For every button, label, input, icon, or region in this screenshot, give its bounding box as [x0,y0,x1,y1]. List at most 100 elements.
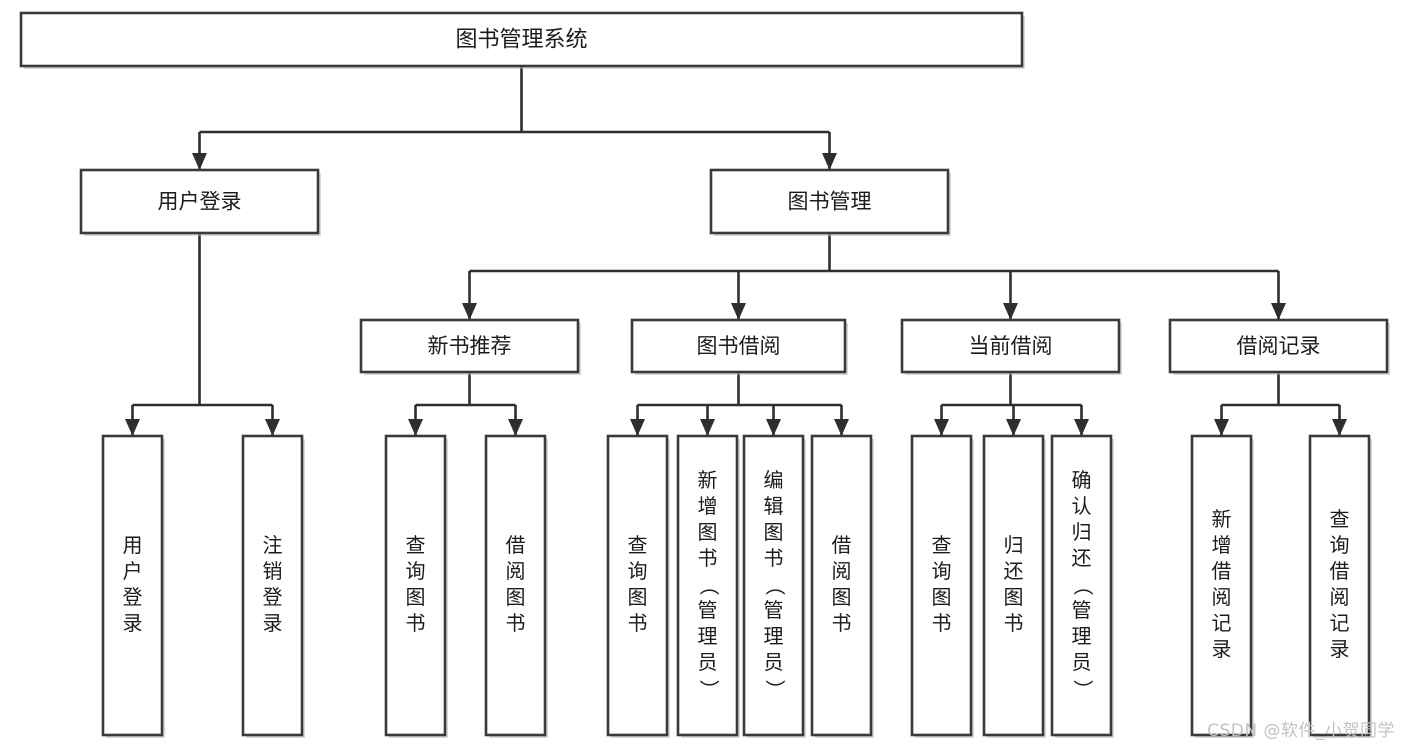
node-label: 图书管理系统 [455,28,587,53]
node-box [241,434,304,737]
arrow-head-icon [731,303,746,320]
node-label-char: 图 [698,520,718,544]
node-leaf[interactable]: 用户登录 [101,434,165,738]
node-label-char: 理 [1072,624,1092,648]
node-label-char: 书 [506,611,526,635]
node-box [101,434,164,737]
connector-group [1214,372,1347,436]
node-label: 图书管理 [788,190,872,214]
node-label-char: （ [763,576,787,596]
node-box [484,434,547,737]
node-box [384,434,447,737]
node-label-char: 图 [832,585,852,609]
connector-group [934,372,1089,436]
node-label: 借阅记录 [1237,334,1321,358]
node-box [910,434,973,737]
node-label-char: 归 [1072,520,1092,544]
node-label-char: 图 [932,585,952,609]
arrow-head-icon [508,419,523,436]
node-label-char: 借 [506,533,526,557]
node-label-char: 图 [1004,585,1024,609]
node-level2[interactable]: 用户登录 [79,168,321,236]
node-label-char: 员 [764,650,784,674]
node-label-char: 询 [932,559,952,583]
arrow-head-icon [1271,303,1286,320]
arrow-head-icon [125,419,140,436]
node-label-char: 录 [1330,637,1350,661]
node-box [810,434,873,737]
node-layer: 图书管理系统用户登录图书管理新书推荐图书借阅当前借阅借阅记录用户登录注销登录查询… [19,11,1390,738]
arrow-head-icon [1332,419,1347,436]
node-label-char: 管 [698,598,718,622]
node-box [676,434,739,737]
node-root[interactable]: 图书管理系统 [19,11,1025,69]
node-label-char: 书 [764,546,784,570]
node-label-char: 录 [1212,637,1232,661]
node-label-char: 借 [1212,559,1232,583]
node-label-char: 借 [832,533,852,557]
node-label-char: 登 [263,585,283,609]
node-label-char: 书 [1004,611,1024,635]
node-box [606,434,669,737]
node-label-char: 借 [1330,559,1350,583]
watermark-label: CSDN @软件_小贺同学 [1207,721,1395,741]
node-label-char: 图 [506,585,526,609]
arrow-head-icon [822,153,837,170]
node-label: 当前借阅 [969,334,1053,358]
node-label-char: 录 [263,611,283,635]
arrow-head-icon [1003,303,1018,320]
node-label-char: （ [697,576,721,596]
node-label-char: 增 [1212,533,1232,557]
arrow-head-icon [1074,419,1089,436]
node-label-char: 还 [1072,546,1092,570]
node-label-char: 询 [406,559,426,583]
connector-group [630,372,849,436]
node-label-char: 询 [1330,533,1350,557]
node-label-char: 还 [1004,559,1024,583]
node-level3[interactable]: 当前借阅 [900,318,1122,375]
node-label-char: 书 [932,611,952,635]
connector-group [408,372,523,436]
node-label-char: 用 [123,533,143,557]
node-box [1190,434,1253,737]
node-label-char: 新 [698,468,718,492]
node-label-char: 辑 [764,494,784,518]
node-box [709,168,950,235]
arrow-head-icon [265,419,280,436]
arrow-head-icon [408,419,423,436]
node-box [19,11,1024,68]
node-label: 图书借阅 [697,334,781,358]
node-label-char: 书 [698,546,718,570]
node-label-char: 查 [1330,507,1350,531]
node-level3[interactable]: 新书推荐 [359,318,581,375]
node-box [982,434,1045,737]
arrow-head-icon [1214,419,1229,436]
node-label: 新书推荐 [428,334,512,358]
node-label-char: 理 [764,624,784,648]
node-label-char: 查 [628,533,648,557]
node-label-char: 增 [698,494,718,518]
node-label-char: 编 [764,468,784,492]
node-label-char: 询 [628,559,648,583]
node-label-char: 记 [1212,611,1232,635]
node-level3[interactable]: 图书借阅 [630,318,848,375]
node-label-char: 认 [1072,494,1092,518]
node-level2[interactable]: 图书管理 [709,168,951,236]
node-label-char: 查 [932,533,952,557]
node-level3[interactable]: 借阅记录 [1168,318,1390,375]
node-label-char: 员 [698,650,718,674]
node-box [1050,434,1113,737]
node-label-char: 阅 [506,559,526,583]
